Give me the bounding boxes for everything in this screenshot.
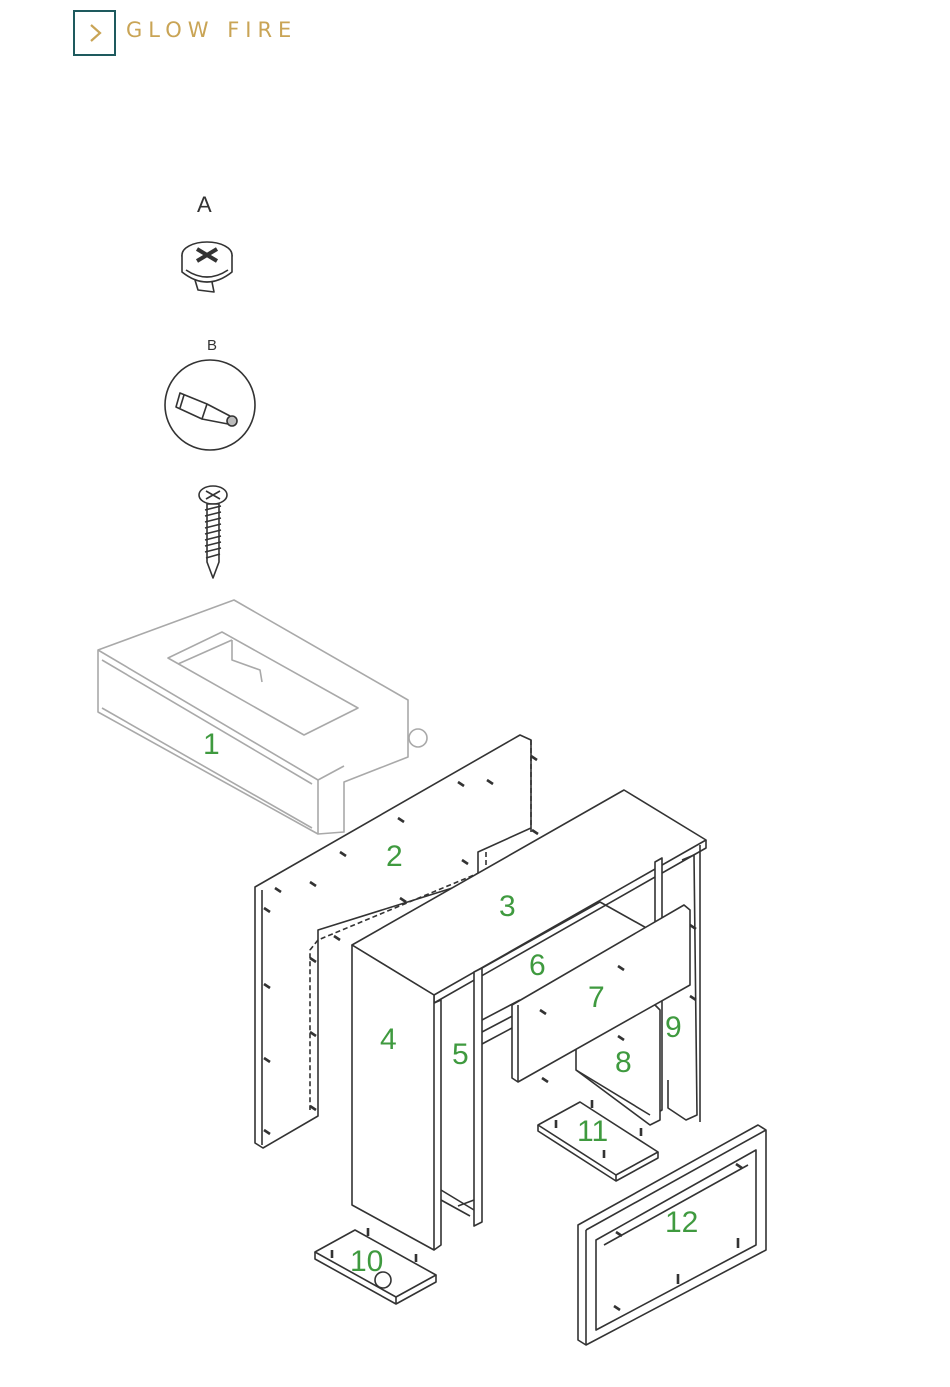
part-label-6: 6 <box>529 951 546 981</box>
part-label-2: 2 <box>386 842 403 872</box>
part-label-8: 8 <box>615 1048 632 1078</box>
part-label-4: 4 <box>380 1025 397 1055</box>
part-label-3: 3 <box>499 892 516 922</box>
part-label-12: 12 <box>665 1208 698 1238</box>
part-label-10: 10 <box>350 1247 383 1277</box>
part-4-shape <box>352 945 441 1250</box>
cam-bolt-icon <box>165 360 255 450</box>
part-label-11: 11 <box>577 1117 608 1147</box>
part-label-1: 1 <box>203 730 220 760</box>
cam-lock-icon <box>182 242 232 292</box>
part-label-9: 9 <box>665 1013 682 1043</box>
part-label-7: 7 <box>588 983 605 1013</box>
part-label-5: 5 <box>452 1040 469 1070</box>
part-1-shape <box>98 600 427 834</box>
part-5-shape <box>441 968 520 1226</box>
screw-icon <box>199 486 227 578</box>
